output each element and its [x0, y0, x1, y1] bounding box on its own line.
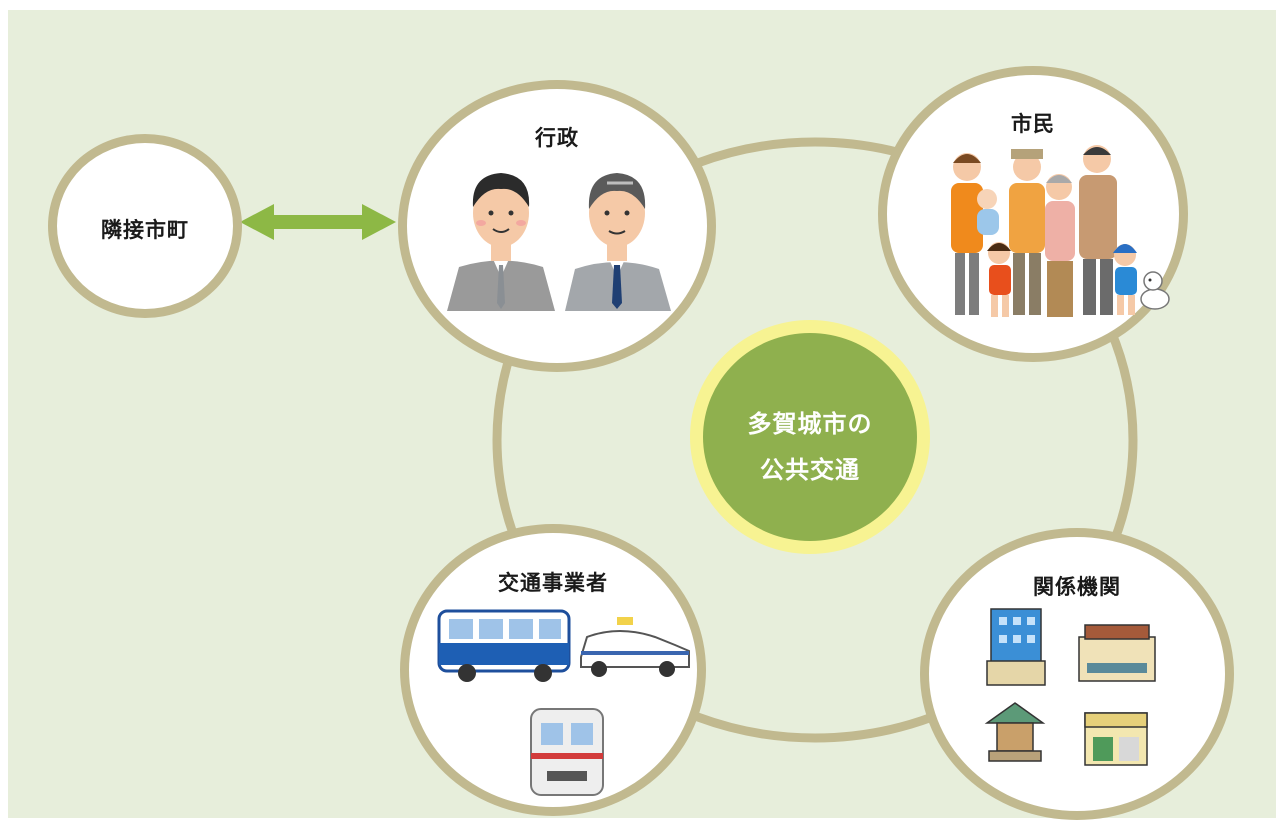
family-icon — [951, 145, 1170, 317]
shrine-icon — [984, 702, 1046, 762]
node-citizens: 市民 — [878, 66, 1188, 362]
citizens-label: 市民 — [1011, 112, 1055, 136]
center-title-line2: 公共交通 — [760, 456, 860, 484]
neighbor-towns-label: 隣接市町 — [101, 218, 189, 242]
office-building-icon — [986, 608, 1046, 686]
related-organizations-label: 関係機関 — [1033, 575, 1121, 599]
node-government: 行政 — [398, 80, 716, 372]
vehicles-icon — [437, 609, 690, 796]
shop-icon — [1084, 712, 1148, 766]
taxi-icon — [580, 617, 690, 677]
node-neighbor-towns: 隣接市町 — [48, 134, 242, 318]
station-building-icon — [1078, 624, 1156, 682]
transport-operators-label: 交通事業者 — [498, 571, 608, 595]
center-title-line1: 多賀城市の — [747, 410, 873, 438]
government-label: 行政 — [535, 126, 579, 150]
dog-icon — [1140, 271, 1170, 310]
buildings-icon — [984, 608, 1156, 766]
train-icon — [530, 708, 604, 796]
node-transport-operators: 交通事業者 — [400, 524, 706, 816]
two-officials-icon — [447, 173, 671, 311]
center-node-public-transport: 多賀城市の 公共交通 — [690, 320, 930, 554]
bus-icon — [437, 609, 571, 682]
node-related-organizations: 関係機関 — [920, 528, 1234, 820]
